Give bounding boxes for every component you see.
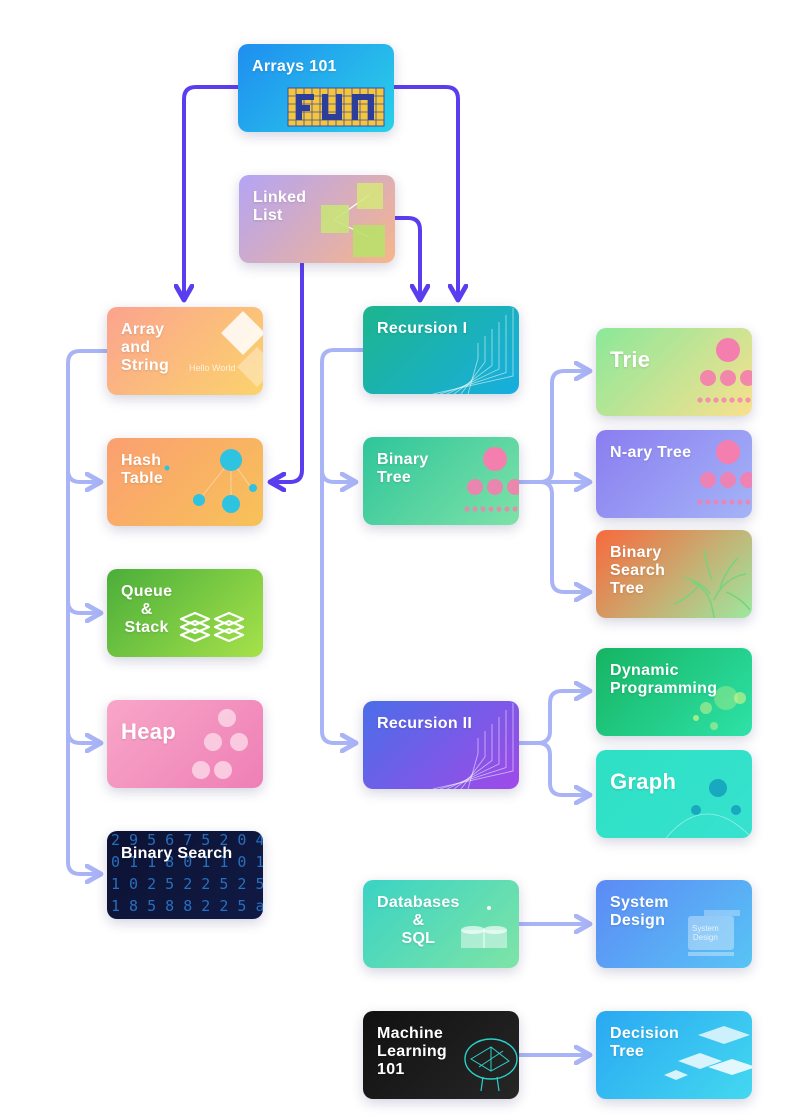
card-binary-search-artwork: 2 9 5 6 7 5 2 0 4 0 1 1 8 0 1 1 0 1 1 1 0 … <box>111 831 263 915</box>
card-dynamic-programming-artwork <box>693 686 746 730</box>
layers-icon <box>179 611 245 643</box>
linked-squares-art <box>321 183 385 257</box>
nested-lines-art <box>432 703 514 789</box>
card-hash-table-artwork <box>164 449 257 513</box>
svg-text:1 0 2 5 2 2 5 2 5 0 1: 1 0 2 5 2 2 5 2 5 0 1 <box>111 875 263 893</box>
card-trie-artwork <box>697 338 752 403</box>
heap-bubbles-art <box>192 709 248 779</box>
card-n-ary-tree-artwork <box>697 440 752 505</box>
tree-pink-art <box>697 440 752 505</box>
card-array-and-string-artwork <box>221 311 263 387</box>
card-title: Recursion II <box>377 715 473 732</box>
card-recursion-i[interactable]: Recursion I <box>363 306 519 394</box>
graph-nodes-art <box>665 779 752 838</box>
fun-grid-art <box>287 87 385 127</box>
diamond-stack-art <box>664 1026 752 1080</box>
link-recursion-ii-branches <box>517 691 590 745</box>
link-arrays-to-recursion-i <box>392 85 458 300</box>
card-title: Queue & Stack <box>121 583 173 636</box>
card-title: Databases & SQL <box>377 894 460 947</box>
card-title: Graph <box>610 769 677 794</box>
card-hash-table[interactable]: Hash Table <box>107 438 263 526</box>
card-queue-stack[interactable]: Queue & Stack <box>107 569 263 657</box>
card-binary-search-tree-artwork <box>673 549 751 618</box>
card-title: Binary Search <box>121 845 233 862</box>
card-system-design-artwork <box>688 910 740 956</box>
card-title: Binary Search Tree <box>610 544 666 597</box>
card-heap[interactable]: Heap <box>107 700 263 788</box>
tree-pink-art <box>697 338 752 403</box>
svg-text:2 9 5 6 7 5 2 0 4: 2 9 5 6 7 5 2 0 4 <box>111 831 263 849</box>
card-title: Arrays 101 <box>252 58 337 75</box>
card-arrays-101[interactable]: Arrays 101 <box>238 44 394 132</box>
card-subtitle: Hello World <box>189 363 236 373</box>
svg-text:1 8 5 8 8 2 2 5 a 1: 1 8 5 8 8 2 2 5 a 1 <box>111 897 263 915</box>
link-linked-list-to-recursion-i <box>393 216 420 300</box>
monitor-icon <box>688 910 740 956</box>
card-title: Decision Tree <box>610 1025 680 1060</box>
link-arrays-to-array-string <box>184 85 240 300</box>
link-linked-list-to-hash-table <box>270 262 304 482</box>
link-recursion-i-trunk <box>320 348 365 743</box>
link-binary-tree-branches <box>517 371 590 484</box>
branches-art <box>673 549 751 618</box>
card-recursion-i-artwork <box>432 308 514 394</box>
card-decision-tree[interactable]: Decision Tree <box>596 1011 752 1099</box>
brain-icon <box>464 1038 518 1092</box>
card-recursion-ii[interactable]: Recursion II <box>363 701 519 789</box>
card-dynamic-programming[interactable]: Dynamic Programming <box>596 648 752 736</box>
card-subtitle: System Design <box>692 924 719 942</box>
tree-pink-art <box>464 447 519 512</box>
card-binary-tree[interactable]: Binary Tree <box>363 437 519 525</box>
card-n-ary-tree[interactable]: N-ary Tree <box>596 430 752 518</box>
card-title: Linked List <box>253 189 307 224</box>
card-title: Array and String <box>121 321 170 374</box>
teal-dots-art <box>164 449 257 513</box>
card-title: Recursion I <box>377 320 468 337</box>
card-title: Dynamic Programming <box>610 662 718 697</box>
card-array-and-string[interactable]: Hello World Array and String <box>107 307 263 395</box>
card-title: Machine Learning 101 <box>377 1025 447 1078</box>
card-recursion-ii-artwork <box>432 703 514 789</box>
card-machine-learning-101-artwork <box>464 1038 518 1092</box>
card-title: Binary Tree <box>377 451 429 486</box>
card-databases-sql[interactable]: Databases & SQL <box>363 880 519 968</box>
card-machine-learning-101[interactable]: Machine Learning 101 <box>363 1011 519 1099</box>
diamond-art <box>221 311 263 387</box>
database-cylinders-icon <box>461 906 507 948</box>
card-linked-list[interactable]: Linked List <box>239 175 395 263</box>
card-binary-search[interactable]: 2 9 5 6 7 5 2 0 4 0 1 1 8 0 1 1 0 1 1 1 0 … <box>107 831 263 919</box>
card-arrays-101-artwork <box>287 87 385 127</box>
card-title: System Design <box>610 894 669 929</box>
nested-lines-art <box>432 308 514 394</box>
link-array-string-trunk <box>66 349 109 874</box>
digits-art: 2 9 5 6 7 5 2 0 4 0 1 1 8 0 1 1 0 1 1 1 0 … <box>111 831 263 915</box>
card-graph-artwork <box>665 779 752 838</box>
card-title: Trie <box>610 347 651 372</box>
card-queue-stack-artwork <box>179 611 245 643</box>
card-binary-tree-artwork <box>464 447 519 512</box>
svg-text:0 1 1 8 0 1 1 0 1 1: 0 1 1 8 0 1 1 0 1 1 <box>111 853 263 871</box>
dp-bubbles-art <box>693 686 746 730</box>
card-linked-list-artwork <box>321 183 385 257</box>
card-title: N-ary Tree <box>610 444 692 461</box>
card-graph[interactable]: Graph <box>596 750 752 838</box>
card-trie[interactable]: Trie <box>596 328 752 416</box>
card-heap-artwork <box>192 709 248 779</box>
card-decision-tree-artwork <box>664 1026 752 1080</box>
card-title: Hash Table <box>121 452 164 487</box>
card-databases-sql-artwork <box>461 906 507 948</box>
card-title: Heap <box>121 719 176 744</box>
card-binary-search-tree[interactable]: Binary Search Tree <box>596 530 752 618</box>
